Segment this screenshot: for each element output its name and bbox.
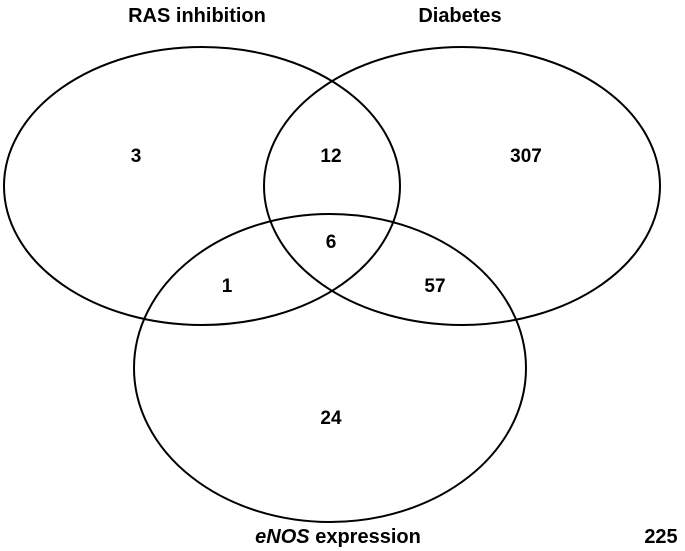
count-enos-only: 24 <box>320 408 342 429</box>
enos-label-italic: eNOS <box>255 526 310 548</box>
count-all-three: 6 <box>326 232 337 253</box>
enos-expression-label: eNOS expression <box>255 526 421 548</box>
enos-expression-ellipse <box>133 213 527 523</box>
count-ras-diabetes: 12 <box>320 146 341 167</box>
diabetes-label: Diabetes <box>418 5 501 27</box>
enos-label-rest: expression <box>310 526 421 548</box>
count-diabetes-only: 307 <box>510 146 542 167</box>
diabetes-ellipse <box>263 46 661 326</box>
count-ras-enos: 1 <box>222 276 233 297</box>
count-diabetes-enos: 57 <box>424 276 445 297</box>
ras-inhibition-ellipse <box>3 46 401 326</box>
ras-inhibition-label: RAS inhibition <box>128 5 266 27</box>
count-ras-only: 3 <box>131 146 142 167</box>
count-outside: 225 <box>644 526 677 548</box>
